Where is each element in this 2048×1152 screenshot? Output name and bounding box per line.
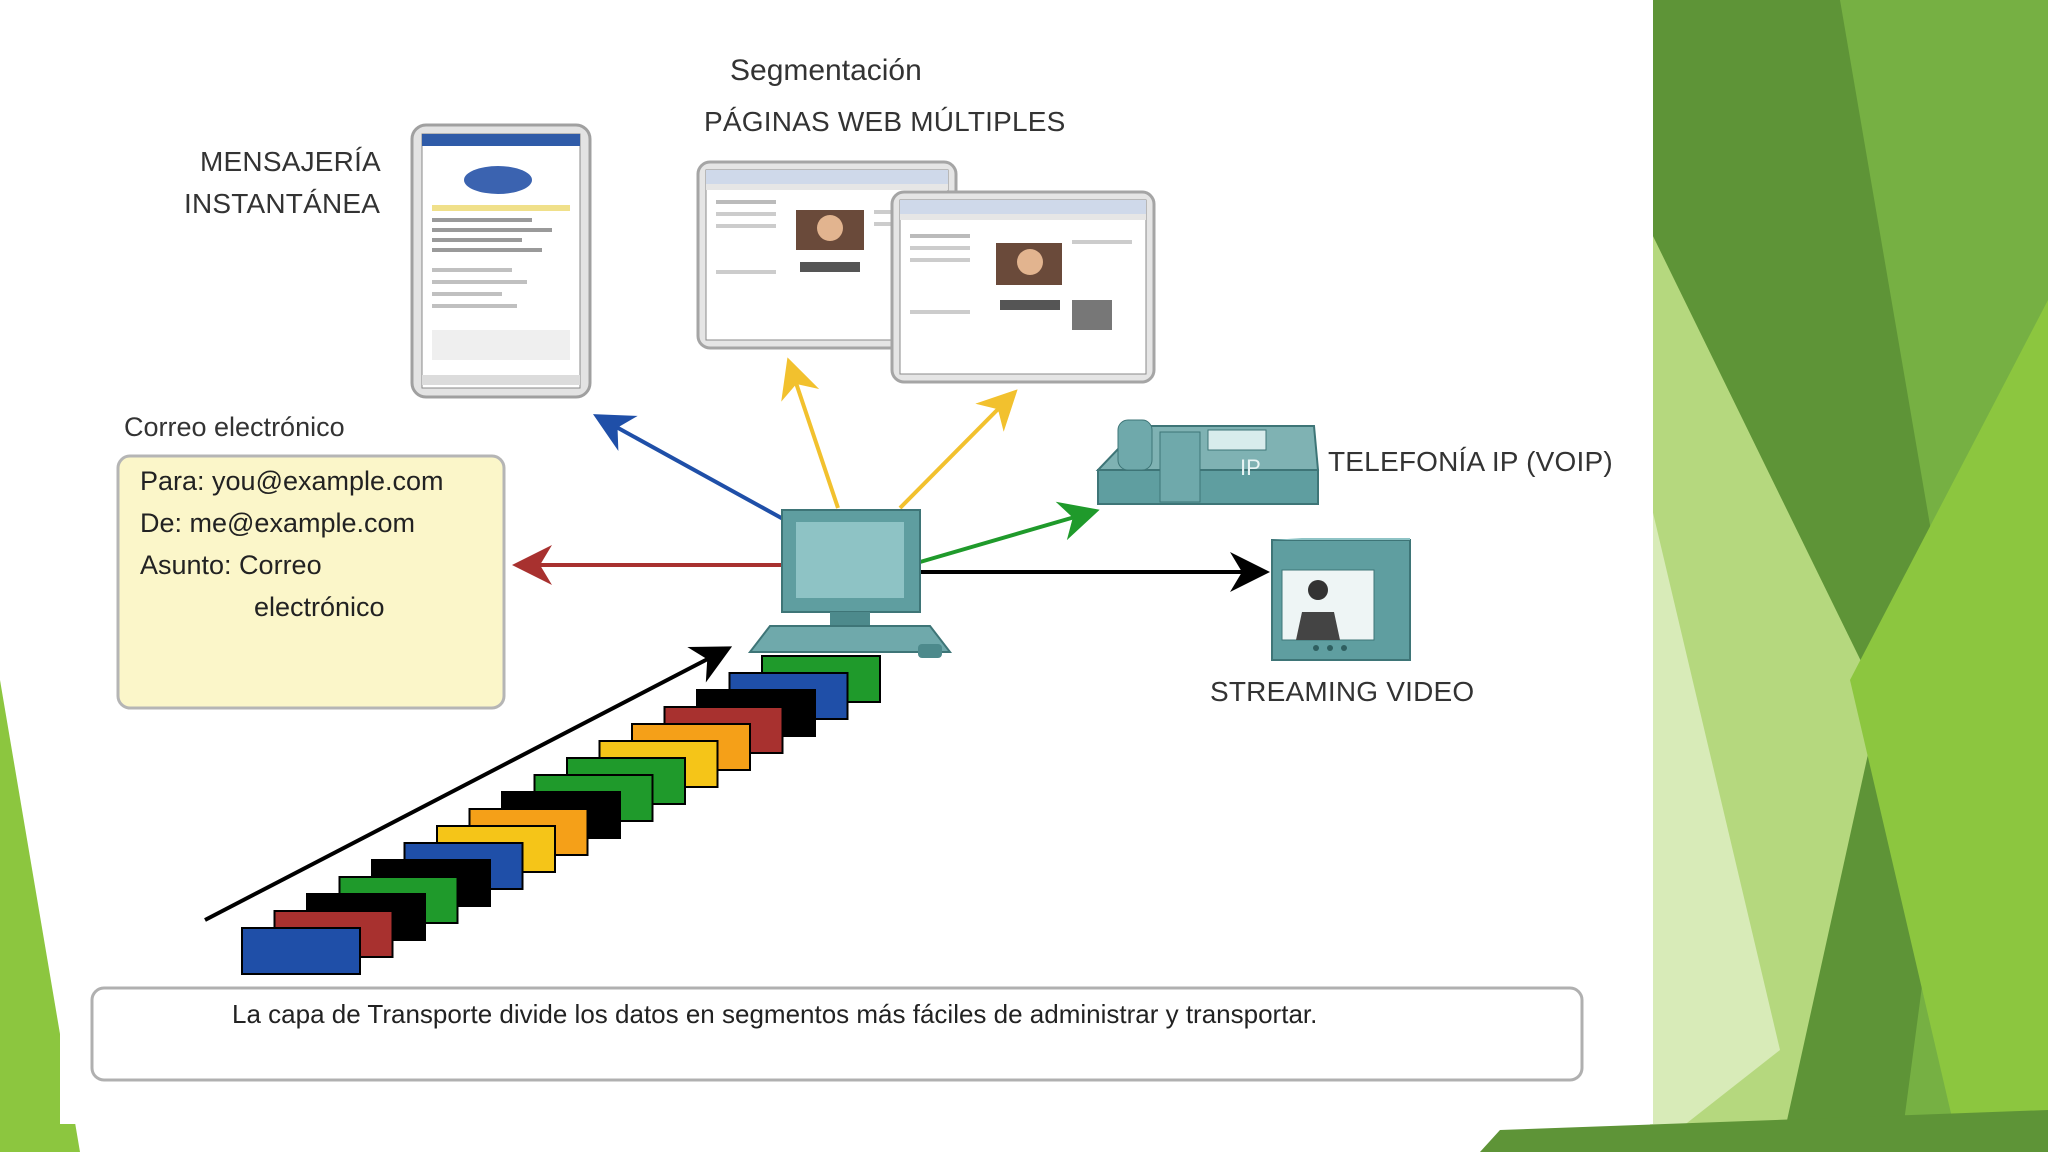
label-mensajeria-line1: MENSAJERÍA (200, 146, 381, 177)
email-box (116, 454, 506, 710)
arrow-to-web-2 (898, 389, 1018, 510)
label-telefonia: TELEFONÍA IP (VOIP) (1328, 446, 1613, 477)
computer-icon (747, 509, 953, 658)
label-streaming: STREAMING VIDEO (1210, 676, 1475, 707)
web-page-2-icon (890, 190, 1156, 384)
data-segment (241, 927, 361, 975)
label-mensajeria-line2: INSTANTÁNEA (184, 188, 381, 219)
ip-phone-icon (1095, 419, 1320, 505)
bg-right-panel-pale (1650, 500, 1780, 1152)
email-subject-line1: Asunto: Correo (140, 550, 322, 580)
caption-text: La capa de Transporte divide los datos e… (232, 999, 1318, 1029)
arrow-to-messaging (592, 414, 786, 522)
email-subject-line2: electrónico (254, 592, 385, 622)
arrow-to-phone (919, 501, 1100, 564)
email-from: De: me@example.com (140, 508, 415, 538)
messaging-window-icon (410, 123, 592, 399)
arrow-to-web-1 (781, 357, 840, 509)
data-segments (241, 655, 881, 975)
bg-right-panel-deep (1850, 300, 2048, 1152)
label-paginas-web: PÁGINAS WEB MÚLTIPLES (704, 106, 1066, 137)
label-correo: Correo electrónico (124, 412, 345, 442)
email-to: Para: you@example.com (140, 466, 444, 496)
video-monitor-icon (1271, 538, 1411, 661)
caption-box (90, 986, 1584, 1082)
arrow-segments-in (204, 646, 733, 922)
phone-ip-badge: IP (1240, 455, 1261, 480)
label-segmentacion: Segmentación (730, 54, 922, 87)
bg-bottom-strip (1480, 1110, 2048, 1152)
